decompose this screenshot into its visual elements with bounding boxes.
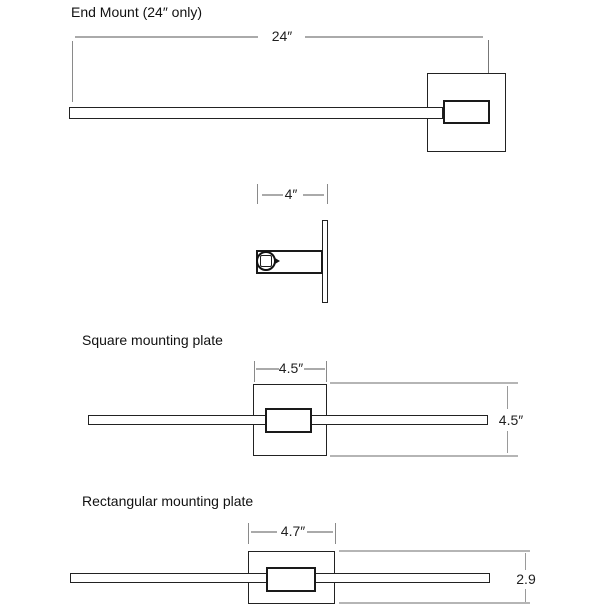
end-mount-block bbox=[443, 100, 490, 124]
square-plate-width-label: 4.5″ bbox=[278, 360, 304, 376]
square-plate-title: Square mounting plate bbox=[82, 332, 223, 348]
end-mount-extension-line-left bbox=[72, 41, 73, 102]
rect-plate-tick-left bbox=[248, 523, 249, 544]
side-view-depth-label: 4″ bbox=[284, 186, 298, 202]
side-view-tick-left bbox=[257, 184, 258, 204]
end-mount-width-label: 24″ bbox=[271, 28, 293, 44]
square-plate-vdim-bottom bbox=[507, 431, 508, 453]
side-view-dim-line-left bbox=[262, 194, 283, 196]
rect-plate-title: Rectangular mounting plate bbox=[82, 493, 254, 509]
square-plate-ext-line-top bbox=[330, 382, 518, 384]
end-mount-light-bar bbox=[69, 107, 443, 119]
rect-plate-vdim-top bbox=[525, 553, 526, 570]
end-mount-width-dim-line-right bbox=[305, 36, 483, 38]
square-plate-block bbox=[265, 408, 312, 433]
rect-plate-dim-line-right bbox=[307, 531, 333, 533]
square-plate-tick-left bbox=[254, 361, 255, 382]
side-view-knob-square bbox=[260, 255, 272, 267]
rect-plate-height-label: 2.9 bbox=[516, 571, 536, 587]
end-mount-extension-line-right bbox=[488, 40, 489, 97]
square-plate-tick-right bbox=[326, 361, 327, 382]
square-plate-ext-line-bottom bbox=[330, 455, 518, 457]
rect-plate-width-label: 4.7″ bbox=[280, 523, 306, 539]
side-view-pointer-dot bbox=[275, 258, 280, 264]
rect-plate-ext-line-top bbox=[339, 550, 530, 552]
end-mount-width-dim-line-left bbox=[75, 36, 258, 38]
rect-plate-block bbox=[266, 567, 316, 592]
square-plate-dim-line-right bbox=[304, 368, 325, 370]
square-plate-height-label: 4.5″ bbox=[498, 412, 524, 428]
side-view-dim-line-right bbox=[303, 194, 324, 196]
square-plate-dim-line-left bbox=[256, 368, 279, 370]
rect-plate-vdim-bottom bbox=[525, 589, 526, 602]
rect-plate-tick-right bbox=[335, 523, 336, 544]
side-view-tick-right bbox=[327, 184, 328, 204]
rect-plate-dim-line-left bbox=[251, 531, 277, 533]
end-mount-title: End Mount (24″ only) bbox=[71, 4, 203, 20]
square-plate-vdim-top bbox=[507, 386, 508, 409]
rect-plate-ext-line-bottom bbox=[339, 602, 530, 604]
